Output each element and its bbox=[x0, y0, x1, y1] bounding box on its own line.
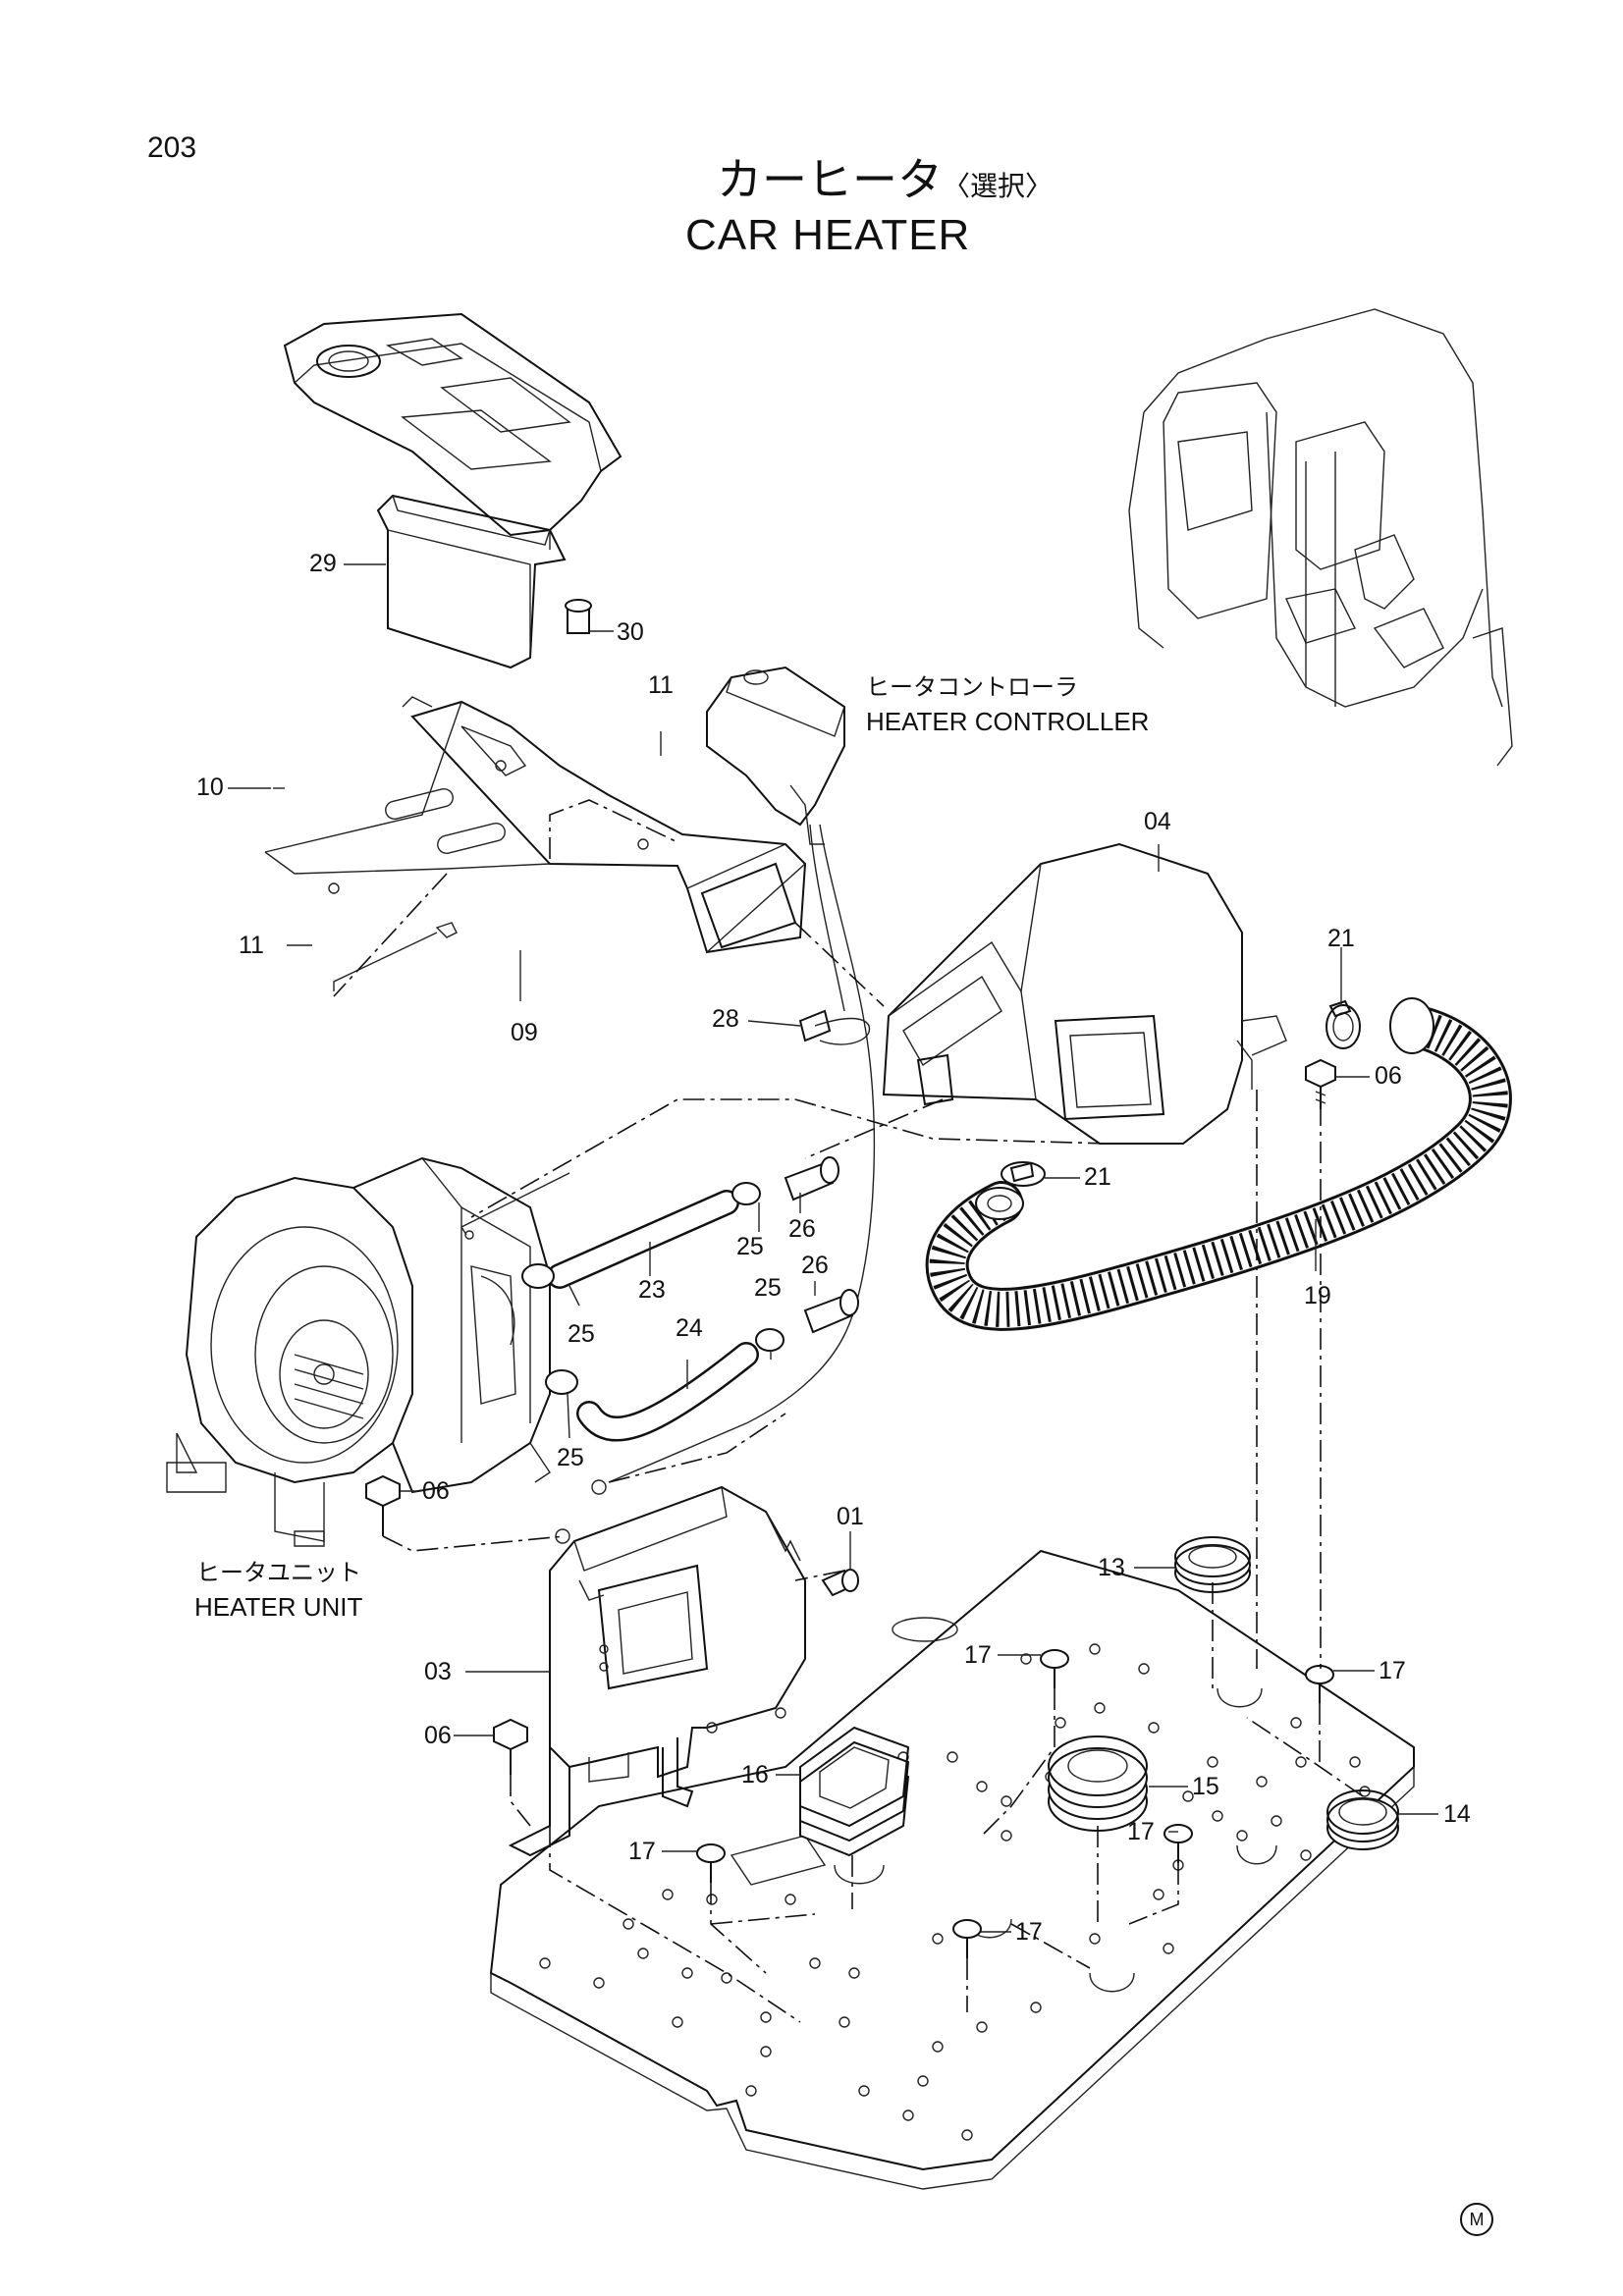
part-callout-21-upper: 21 bbox=[1327, 925, 1355, 952]
part-callout-17-left: 17 bbox=[628, 1838, 656, 1865]
page-number: 203 bbox=[147, 132, 197, 164]
air-duct-09-drawing bbox=[264, 696, 807, 991]
heater-controller-caption-jp: ヒータコントローラ bbox=[866, 673, 1078, 701]
screw-01-drawing bbox=[821, 1569, 859, 1597]
bolt-06-heater-unit-drawing bbox=[365, 1474, 401, 1536]
part-callout-25-c: 25 bbox=[754, 1274, 782, 1302]
part-callout-04: 04 bbox=[1144, 808, 1171, 835]
corrugated-hose-19-drawing bbox=[925, 997, 1512, 1331]
part-callout-11-top: 11 bbox=[648, 671, 674, 699]
air-duct-04-drawing bbox=[882, 842, 1287, 1145]
part-callout-30: 30 bbox=[617, 618, 644, 646]
part-callout-09: 09 bbox=[511, 1019, 538, 1046]
part-callout-15: 15 bbox=[1192, 1773, 1219, 1800]
part-callout-25-d: 25 bbox=[557, 1444, 584, 1471]
storage-box-drawing bbox=[376, 494, 567, 669]
heater-unit-drawing bbox=[166, 1156, 551, 1547]
m-mark-footer: M bbox=[1460, 2203, 1493, 2236]
part-callout-16: 16 bbox=[741, 1761, 769, 1789]
part-callout-25-b: 25 bbox=[568, 1320, 595, 1348]
part-callout-17-right: 17 bbox=[1379, 1657, 1406, 1684]
part-callout-25-a: 25 bbox=[736, 1233, 764, 1260]
part-callout-23: 23 bbox=[638, 1276, 666, 1304]
part-callout-17-bottom: 17 bbox=[1015, 1918, 1043, 1946]
console-cover-drawing bbox=[283, 312, 622, 550]
title-japanese-text: カーヒータ bbox=[717, 153, 943, 206]
heater-unit-caption-jp: ヒータユニット bbox=[196, 1559, 361, 1586]
grommet-15-drawing bbox=[1048, 1735, 1148, 1832]
part-callout-06-lower: 06 bbox=[424, 1722, 452, 1749]
grommet-14-drawing bbox=[1326, 1789, 1399, 1850]
grommet-16-drawing bbox=[799, 1726, 910, 1857]
part-callout-03: 03 bbox=[424, 1658, 452, 1685]
part-callout-26-a: 26 bbox=[788, 1215, 816, 1243]
title-japanese-note: 〈選択〉 bbox=[943, 170, 1054, 202]
hose-clamp-21-drawing bbox=[1001, 999, 1361, 1187]
page-title-japanese: カーヒータ〈選択〉 bbox=[717, 157, 1053, 202]
part-callout-01: 01 bbox=[837, 1503, 864, 1530]
cab-outline-drawing bbox=[1128, 308, 1513, 767]
bolt-06-upper-drawing bbox=[1305, 1058, 1336, 1109]
part-callout-24: 24 bbox=[676, 1314, 703, 1342]
water-pipes-drawing bbox=[460, 1156, 859, 1442]
cable-tie-28-drawing bbox=[798, 1009, 871, 1045]
part-callout-17-mid-right: 17 bbox=[1127, 1818, 1155, 1845]
part-callout-28: 28 bbox=[712, 1005, 739, 1033]
bolt-06-lower-drawing bbox=[493, 1718, 528, 1775]
part-callout-19: 19 bbox=[1304, 1282, 1331, 1309]
grommet-13-drawing bbox=[1174, 1536, 1251, 1593]
part-callout-06-upper: 06 bbox=[1375, 1062, 1402, 1090]
heater-unit-caption-en: HEATER UNIT bbox=[194, 1592, 363, 1622]
part-callout-13: 13 bbox=[1098, 1554, 1125, 1581]
part-callout-17-center: 17 bbox=[964, 1641, 992, 1669]
part-callout-10: 10 bbox=[196, 774, 224, 801]
part-callout-29: 29 bbox=[309, 550, 337, 577]
part-callout-26-b: 26 bbox=[801, 1252, 829, 1279]
screws-17-drawing bbox=[696, 1649, 1334, 1958]
screw-30-drawing bbox=[565, 599, 592, 634]
part-callout-11-lower: 11 bbox=[239, 932, 264, 959]
leader-lines bbox=[228, 563, 1438, 1933]
part-callout-06-heater-unit: 06 bbox=[422, 1477, 450, 1505]
page-title-english: CAR HEATER bbox=[685, 211, 971, 259]
alignment-lines bbox=[333, 799, 1364, 2023]
heater-controller-drawing bbox=[591, 666, 876, 1495]
heater-controller-caption-en: HEATER CONTROLLER bbox=[866, 707, 1150, 736]
part-callout-21-lower: 21 bbox=[1084, 1163, 1111, 1191]
part-callout-14: 14 bbox=[1443, 1800, 1471, 1828]
cab-floor-plate-drawing bbox=[489, 1549, 1415, 2190]
duct-cover-03-drawing bbox=[508, 1485, 806, 1857]
